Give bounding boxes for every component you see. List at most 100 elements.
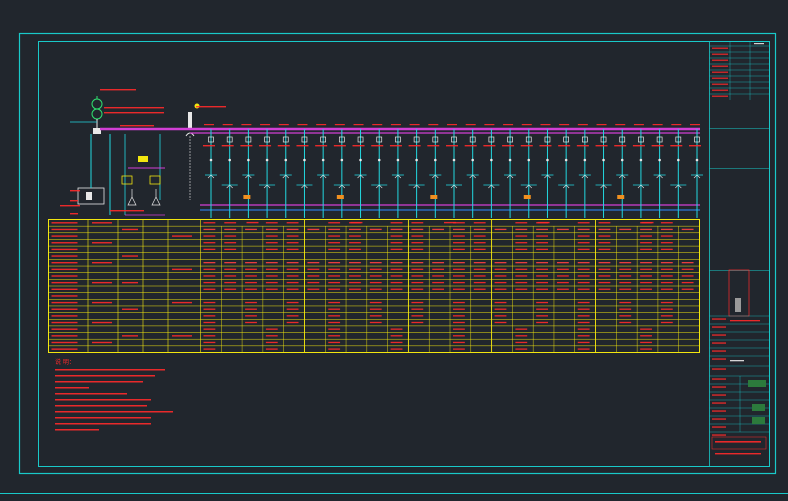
panel-cell-value: [265, 228, 278, 231]
panel-cell-value: [473, 222, 486, 224]
feeder-breaker-label: [670, 145, 683, 147]
row-label: [51, 222, 78, 224]
panel-cell-value: [369, 315, 382, 317]
panel-cell-value: [473, 235, 486, 237]
panel-cell-value: [536, 281, 548, 284]
row-label: [51, 275, 78, 277]
panel-cell-value: [660, 228, 673, 231]
approval-text: [712, 386, 726, 388]
row-value: [122, 228, 138, 231]
panel-cell-value: [328, 335, 341, 337]
feeder-breaker-label: [520, 145, 533, 147]
feeder-circuit: [539, 129, 554, 218]
panel-cell-value: [286, 288, 299, 290]
panel-cell-value: [536, 248, 548, 250]
notes-line: [55, 423, 151, 425]
panel-cell-value: [286, 228, 299, 231]
design-notes: 说 明：: [55, 358, 173, 431]
feeder-circuit: [483, 129, 500, 218]
panel-cell-value: [349, 262, 361, 264]
bus-section-tag: [633, 124, 644, 126]
relay-box: [121, 175, 133, 185]
panel-cell-value: [660, 262, 673, 264]
panel-cell-value: [556, 275, 569, 277]
panel-cell-value: [556, 288, 569, 290]
panel-cell-value: [556, 268, 569, 270]
panel-cell-value: [224, 228, 237, 231]
panel-cell-value: [203, 321, 216, 324]
panel-cell-value: [453, 328, 465, 330]
panel-cell-value: [515, 288, 528, 290]
revision-table: [709, 41, 770, 100]
feeder-circuit: [614, 129, 629, 218]
feeder-circuit: [651, 129, 666, 218]
panel-cell-value: [536, 235, 548, 237]
revision-text: [712, 77, 728, 79]
notes-line: [55, 405, 147, 407]
panel-cell-value: [203, 235, 216, 237]
feeder-circuit: [464, 129, 479, 218]
panel-cell-value: [494, 281, 507, 284]
feeder-terminal: [471, 158, 474, 162]
panel-cell-value: [203, 348, 216, 350]
panel-cell-value: [369, 308, 382, 310]
panel-cell-value: [265, 348, 278, 350]
row-label: [51, 255, 78, 257]
feeder-arrester: [693, 174, 701, 179]
panel-cell-value: [328, 301, 341, 304]
panel-cell-value: [598, 288, 611, 290]
feeder-terminal: [620, 158, 624, 162]
feeder-circuit: [520, 129, 537, 218]
feeder-terminal: [340, 158, 344, 162]
panel-cell-value: [369, 281, 382, 284]
panel-cell-value: [369, 275, 382, 277]
panel-cell-value: [640, 288, 652, 290]
panel-cell-value: [265, 335, 278, 337]
panel-cell-value: [453, 321, 465, 324]
panel-cell-value: [556, 262, 569, 264]
panel-cell-value: [640, 348, 652, 350]
approval-text: [712, 418, 726, 420]
feeder-breaker: [563, 136, 570, 143]
panel-cell-value: [390, 268, 403, 270]
feeder-arrester: [619, 174, 626, 179]
feeder-breaker: [488, 136, 495, 143]
feeder-circuit: [502, 129, 517, 218]
feeder-meter: [617, 195, 625, 199]
feeder-meter: [523, 195, 531, 199]
panel-cell-value: [328, 315, 341, 317]
row-label: [51, 335, 78, 337]
feeder-arrester: [207, 174, 215, 179]
revision-text: [712, 95, 728, 97]
panel-cell-value: [265, 222, 278, 224]
panel-cell-value: [619, 281, 632, 284]
panel-cell-value: [473, 281, 486, 284]
feeder-terminal: [265, 158, 269, 162]
company-logo-block: [735, 298, 741, 312]
relay-box: [149, 175, 161, 185]
panel-cell-value: [640, 242, 652, 244]
panel-cell-value: [660, 242, 673, 244]
panel-cell-value: [598, 281, 611, 284]
feeder-breaker-label: [352, 145, 365, 147]
panel-cell-value: [411, 228, 424, 231]
panel-cell-value: [245, 275, 257, 277]
feeder-terminal: [321, 158, 325, 162]
main-busbar: [100, 127, 700, 134]
panel-cell-value: [203, 268, 216, 270]
feeder-circuit: [427, 129, 442, 218]
panel-cell-value: [598, 235, 611, 237]
panel-cell-value: [453, 315, 465, 317]
panel-cell-value: [328, 235, 341, 237]
panel-cell-value: [349, 281, 361, 284]
panel-cell-value: [640, 235, 652, 237]
annotation-text: [120, 125, 154, 127]
panel-cell-value: [598, 228, 611, 231]
panel-cell-value: [203, 308, 216, 310]
annotation-text: [196, 106, 226, 108]
panel-cell-value: [577, 275, 590, 277]
panel-cell-value: [432, 268, 445, 270]
panel-cell-value: [598, 262, 611, 264]
panel-cell-value: [265, 328, 278, 330]
